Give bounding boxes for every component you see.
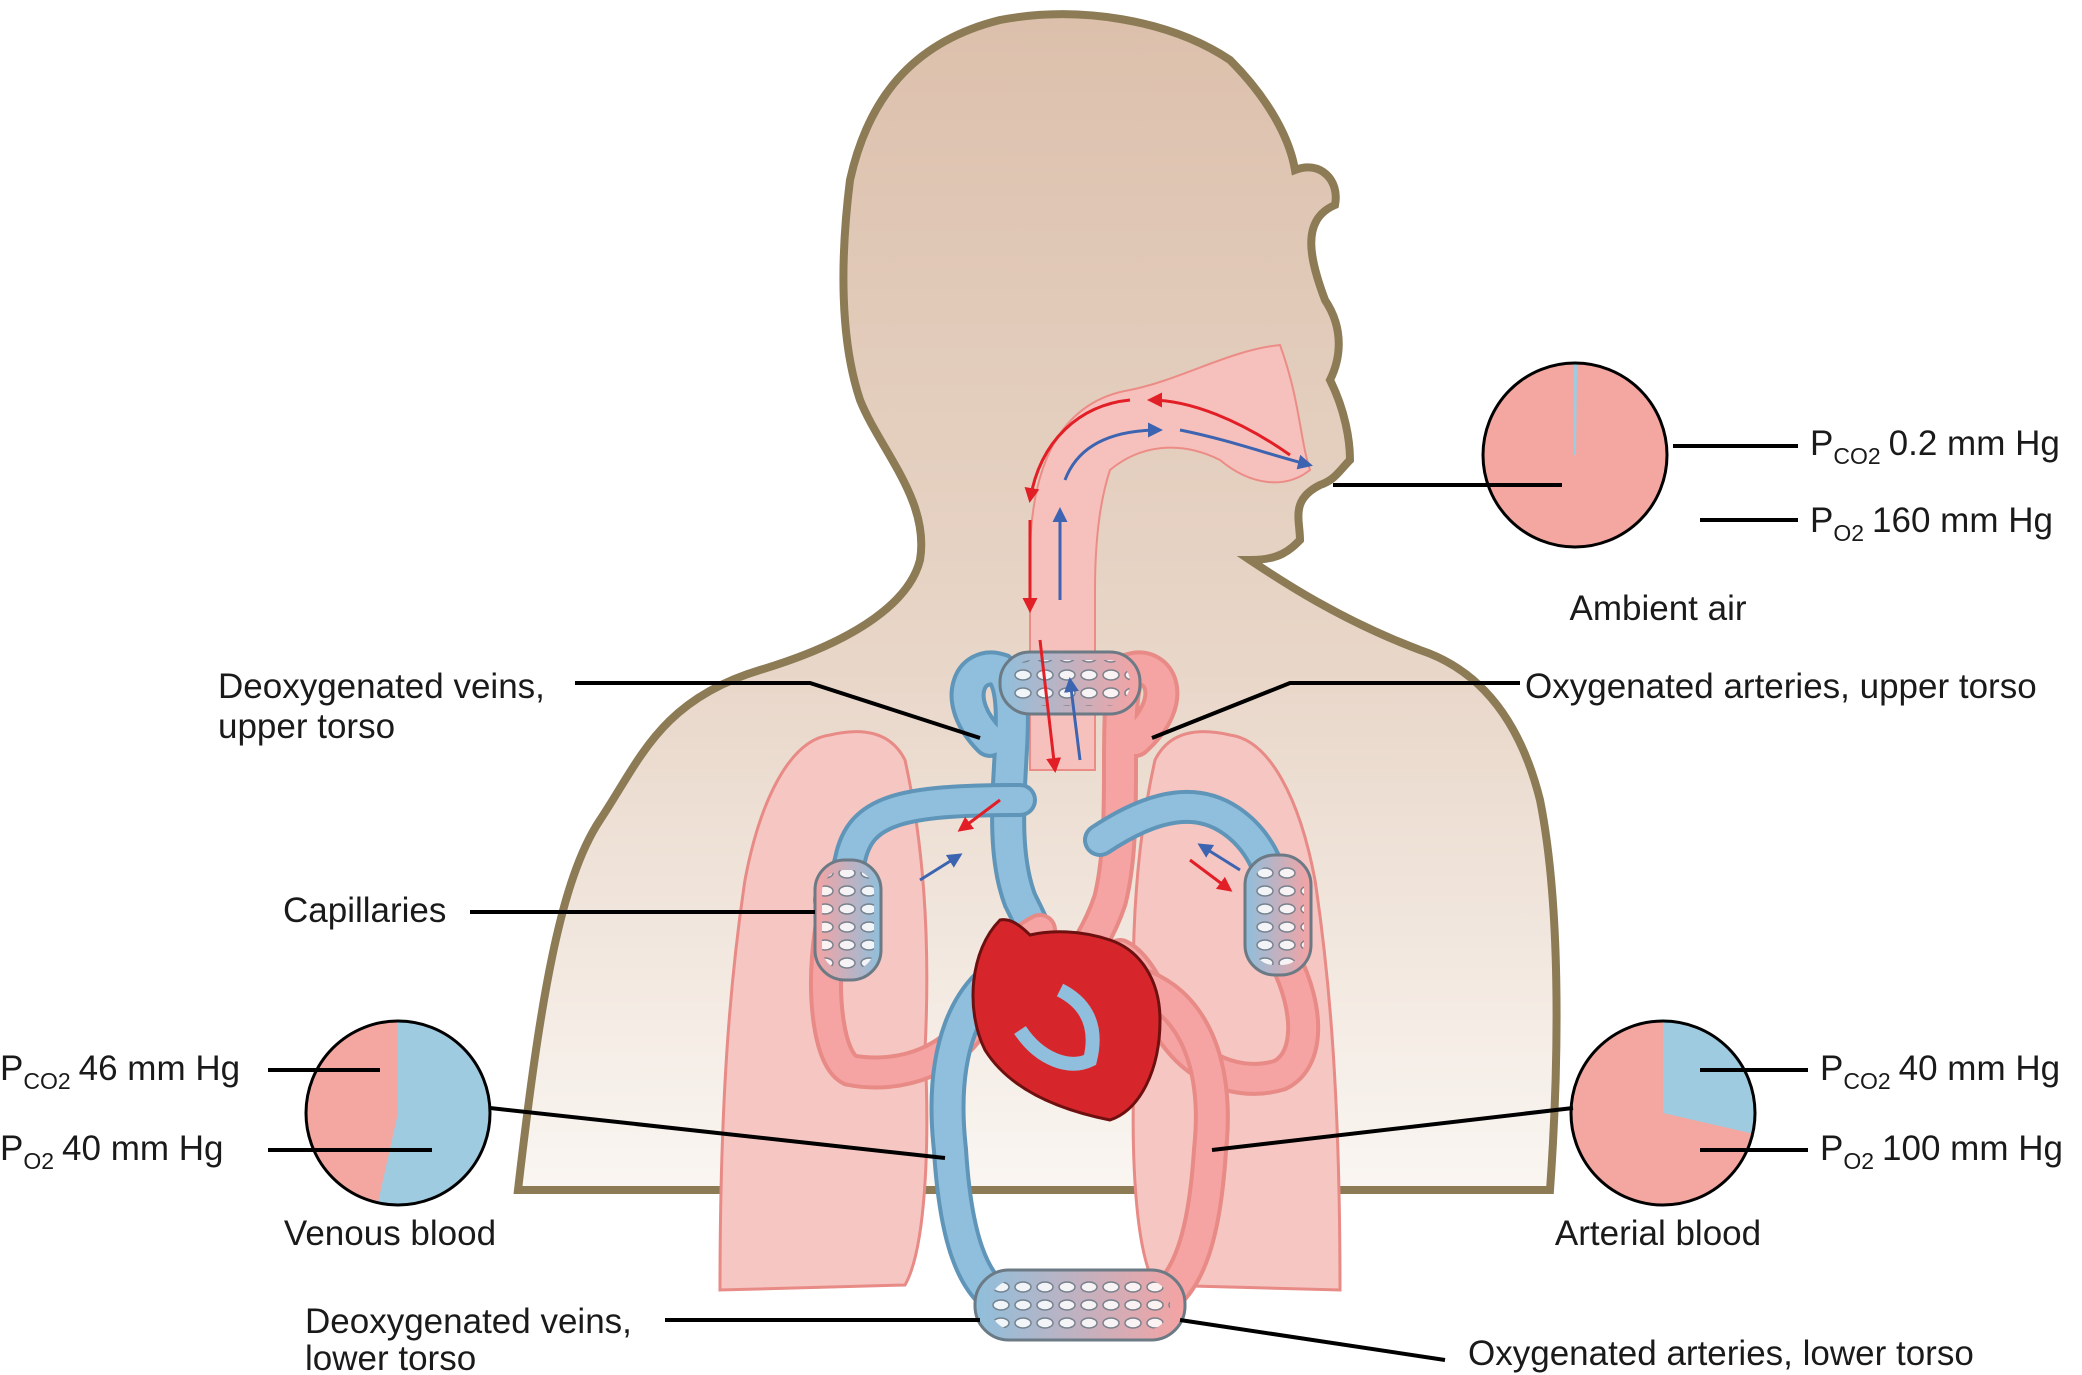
pie-co2-slice: [377, 1021, 491, 1205]
svg-text:upper torso: upper torso: [218, 707, 395, 746]
pie-outline: [304, 1019, 492, 1207]
label-oxygenated-arteries-lower: Oxygenated arteries, lower torso: [1468, 1334, 1974, 1373]
capillary-beds: [813, 650, 1313, 1342]
venous-caption: Venous blood: [284, 1214, 496, 1253]
pie-ambient: [1481, 361, 1669, 549]
svg-text:lower torso: lower torso: [305, 1339, 476, 1375]
pie-outline: [1569, 1019, 1757, 1207]
ambient-caption: Ambient air: [1569, 589, 1746, 628]
svg-text:Deoxygenated veins,: Deoxygenated veins,: [305, 1302, 632, 1341]
svg-text:Deoxygenated veins,: Deoxygenated veins,: [218, 667, 545, 706]
pie-arterial: [1569, 1019, 1757, 1207]
heart: [971, 918, 1162, 1122]
pie-outline: [1481, 361, 1669, 549]
pie-co2-slice: [1663, 1021, 1756, 1134]
label-capillaries: Capillaries: [283, 891, 446, 930]
label-oxygenated-arteries-upper: Oxygenated arteries, upper torso: [1525, 667, 2037, 706]
label-deoxygenated-veins-upper: Deoxygenated veins, upper torso: [218, 667, 545, 746]
arterial-caption: Arterial blood: [1555, 1214, 1761, 1253]
pie-co2-slice: [1574, 361, 1578, 456]
leader-lines: [268, 444, 1808, 1362]
heart-chambers: [1014, 983, 1100, 1071]
label-deoxygenated-veins-lower: Deoxygenated veins, lower torso: [305, 1302, 632, 1375]
pie-venous: [304, 1019, 492, 1207]
flow-arrows: [919, 392, 1313, 892]
